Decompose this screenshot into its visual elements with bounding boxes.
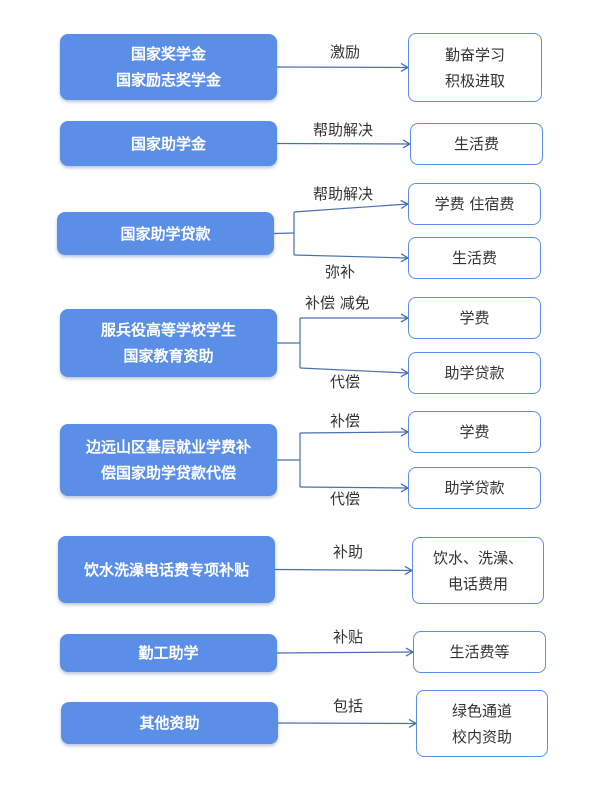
connector-label: 包括 (333, 697, 364, 715)
connector-label: 帮助解决 (313, 185, 374, 203)
connector-arrow (276, 139, 412, 149)
target-node: 助学贷款 (408, 467, 541, 509)
target-node: 生活费 (408, 237, 541, 279)
connector-arrow (293, 253, 410, 263)
source-node: 服兵役高等学校学生 国家教育资助 (60, 309, 277, 377)
target-node: 饮水、洗澡、 电话费用 (412, 537, 544, 604)
target-node: 学费 (408, 411, 541, 453)
source-node: 勤工助学 (60, 634, 277, 672)
source-node: 其他资助 (61, 702, 278, 744)
target-node: 生活费等 (413, 631, 546, 673)
connector-label: 补偿 (330, 412, 361, 430)
connector-label: 补助 (333, 543, 364, 561)
connector-arrow (299, 367, 410, 378)
connector-label: 激励 (330, 43, 361, 61)
target-node: 生活费 (410, 123, 543, 165)
connector-label: 补偿 减免 (305, 294, 370, 312)
source-node: 国家助学金 (60, 121, 277, 166)
connector-arrow (274, 565, 414, 576)
target-node: 勤奋学习 积极进取 (408, 33, 542, 102)
connector-stem (273, 232, 295, 235)
connector-label: 帮助解决 (313, 121, 374, 139)
target-node: 学费 (408, 297, 541, 339)
source-node: 边远山区基层就业学费补 偿国家助学贷款代偿 (60, 424, 277, 496)
target-node: 学费 住宿费 (408, 183, 541, 225)
connector-arrow (276, 647, 415, 657)
source-node: 国家奖学金 国家励志奖学金 (60, 34, 277, 100)
connector-arrow (299, 427, 410, 437)
connector-label: 弥补 (325, 263, 356, 281)
connector-arrow (293, 199, 410, 213)
connector-arrow (299, 483, 410, 493)
connector-arrow (276, 62, 410, 73)
connector-label: 补贴 (333, 628, 364, 646)
connector-label: 代偿 (330, 490, 361, 508)
connector-label: 代偿 (330, 373, 361, 391)
connector-arrow (277, 718, 418, 729)
target-node: 绿色通道 校内资助 (416, 690, 548, 757)
source-node: 饮水洗澡电话费专项补贴 (58, 536, 275, 603)
target-node: 助学贷款 (408, 352, 541, 394)
source-node: 国家助学贷款 (57, 212, 274, 255)
